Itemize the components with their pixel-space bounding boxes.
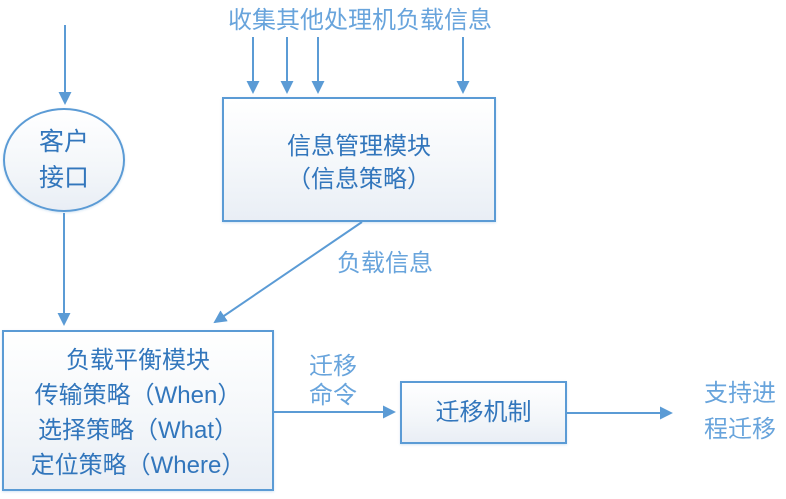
migrate-command-line2: 命令 [309, 382, 357, 409]
info-module-line2: （信息策略） [287, 165, 431, 193]
client-interface-node: 客户 接口 [3, 108, 125, 212]
migration-mechanism-label: 迁移机制 [435, 399, 532, 426]
output-label-line2: 程迁移 [704, 416, 776, 443]
collect-load-info-label: 收集其他处理机负载信息 [228, 7, 492, 34]
process-migration-output-label: 支持进 程迁移 [698, 376, 782, 448]
load-balance-line3: 选择策略（What） [37, 416, 238, 444]
output-label-line1: 支持进 [704, 380, 776, 407]
load-balance-line4: 定位策略（Where） [30, 451, 246, 479]
load-balance-module-node: 负载平衡模块 传输策略（When） 选择策略（What） 定位策略（Where） [2, 330, 274, 491]
migration-mechanism-node: 迁移机制 [400, 381, 567, 444]
info-management-module-node: 信息管理模块 （信息策略） [222, 97, 496, 222]
load-balance-line2: 传输策略（When） [34, 381, 242, 409]
info-module-line1: 信息管理模块 [287, 132, 431, 160]
client-interface-line1: 客户 [38, 128, 89, 156]
load-balance-line1: 负载平衡模块 [66, 346, 210, 374]
migrate-command-line1: 迁移 [309, 353, 357, 380]
client-interface-line2: 接口 [38, 164, 89, 192]
migrate-command-edge-label: 迁移 命令 [303, 352, 363, 410]
load-info-edge-label: 负载信息 [337, 250, 433, 277]
